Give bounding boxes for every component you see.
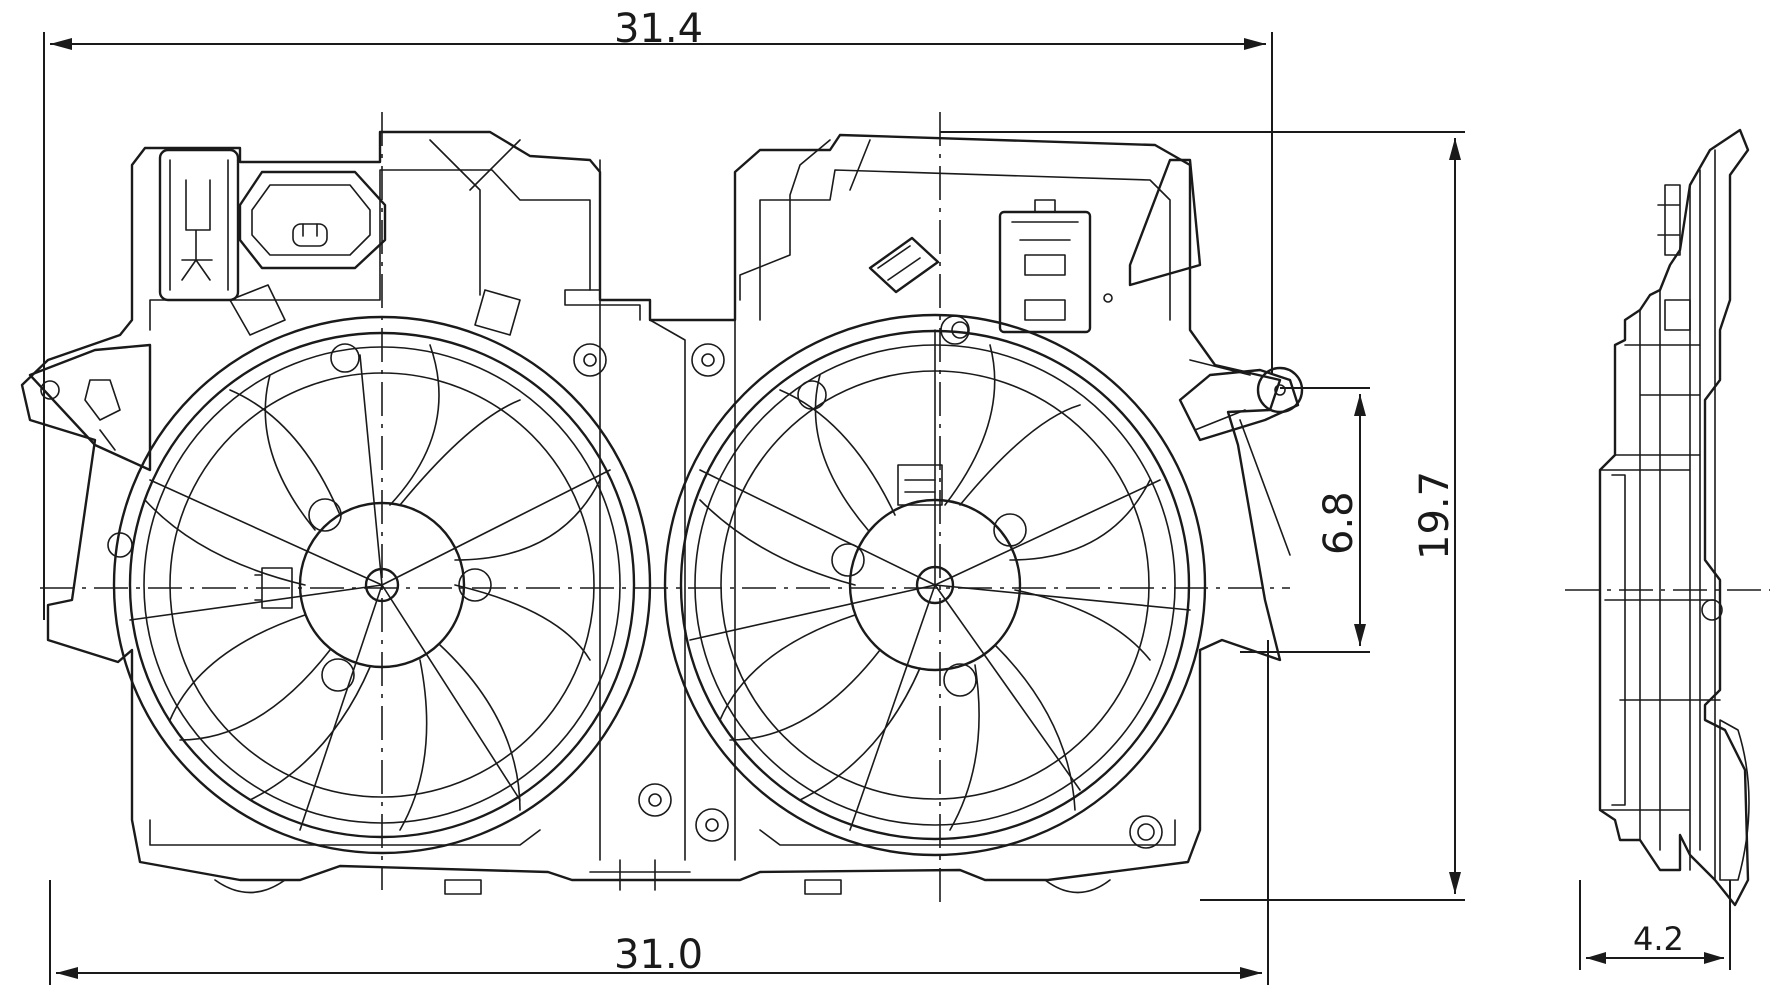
- dim-mount-spacing: 6.8: [1316, 491, 1362, 555]
- dim-height: 19.7: [1412, 471, 1458, 560]
- connector-oval: [238, 170, 387, 270]
- motor-connector-left: [254, 567, 293, 609]
- mount-ear-left: [28, 343, 152, 472]
- front-view: [20, 112, 1304, 910]
- center-lines: [40, 112, 1290, 910]
- bolt-bosses: [573, 321, 1163, 849]
- shroud-inner-frame: [149, 169, 1176, 861]
- motor-connector-right: [897, 464, 943, 506]
- connector-small: [868, 236, 940, 294]
- fan-left: [107, 284, 652, 855]
- bottom-tab-right: [1044, 879, 1111, 894]
- connector-right: [998, 210, 1092, 334]
- dim-depth: 4.2: [1633, 920, 1684, 958]
- wire-bracket: [429, 139, 871, 321]
- mount-ear-right: [1178, 368, 1300, 442]
- bottom-tab-left: [214, 879, 286, 894]
- bracket-right-top: [1128, 158, 1202, 287]
- side-profile: [1598, 128, 1750, 907]
- side-view: [1565, 128, 1770, 907]
- dim-width-bottom: 31.0: [614, 932, 703, 978]
- connector-left: [158, 148, 240, 302]
- dimension-lines: [43, 32, 1731, 985]
- dim-width-top: 31.4: [614, 6, 703, 52]
- fan-right: [663, 313, 1207, 857]
- shroud-outline: [20, 130, 1282, 882]
